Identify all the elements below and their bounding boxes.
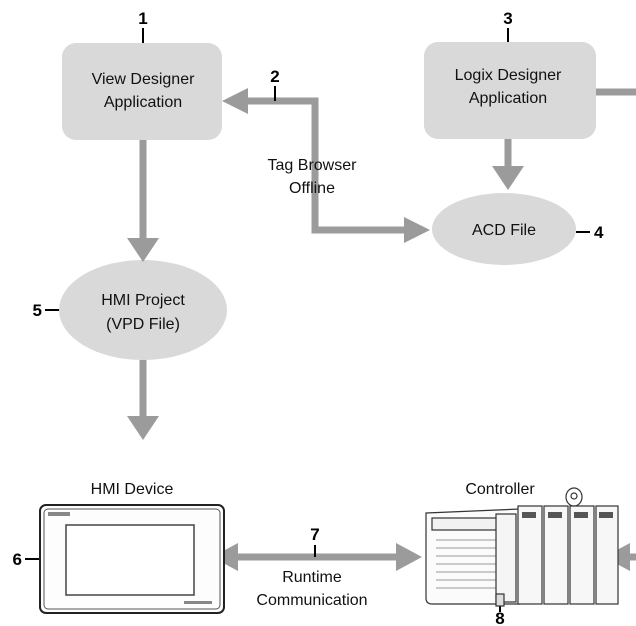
controller-illustration [425, 487, 619, 607]
hmi-device-label: HMI Device [91, 481, 174, 498]
callout-2: 2 [270, 67, 279, 86]
runtime-label-line2: Communication [256, 592, 367, 609]
tag-browser-label-line2: Offline [289, 180, 335, 197]
arrowhead-view-designer [222, 88, 248, 114]
callout-1: 1 [138, 9, 147, 28]
callout-7: 7 [310, 525, 319, 544]
callout-3: 3 [503, 9, 512, 28]
view-designer-label-line2: Application [104, 94, 182, 111]
hmi-project-label-line2: (VPD File) [106, 316, 180, 333]
callout-5: 5 [33, 301, 42, 320]
hmi-project-label-line1: HMI Project [101, 292, 185, 309]
callout-ticks [25, 28, 590, 612]
hmi-device-illustration [39, 504, 225, 614]
view-designer-box [62, 43, 222, 140]
arrowhead-hmi-device [127, 416, 159, 440]
arrowhead-hmi-project [127, 238, 159, 262]
callout-8: 8 [495, 609, 504, 626]
logix-designer-label-line2: Application [469, 90, 547, 107]
runtime-label-line1: Runtime [282, 569, 342, 586]
callout-4: 4 [594, 223, 604, 242]
acd-file-ellipse [432, 193, 576, 265]
view-designer-label-line1: View Designer [92, 71, 196, 88]
acd-file-label: ACD File [472, 222, 536, 239]
tag-browser-label-line1: Tag Browser [268, 157, 358, 174]
arrowhead-runtime-right [396, 543, 422, 571]
arrowhead-acd-left [404, 217, 430, 243]
hmi-project-ellipse [59, 260, 227, 360]
controller-label: Controller [465, 481, 535, 498]
logix-designer-box [424, 42, 596, 139]
connector-tag-browser [248, 97, 406, 234]
arrowhead-acd-top [492, 166, 524, 190]
callout-6: 6 [13, 550, 22, 569]
logix-designer-label-line1: Logix Designer [455, 67, 562, 84]
